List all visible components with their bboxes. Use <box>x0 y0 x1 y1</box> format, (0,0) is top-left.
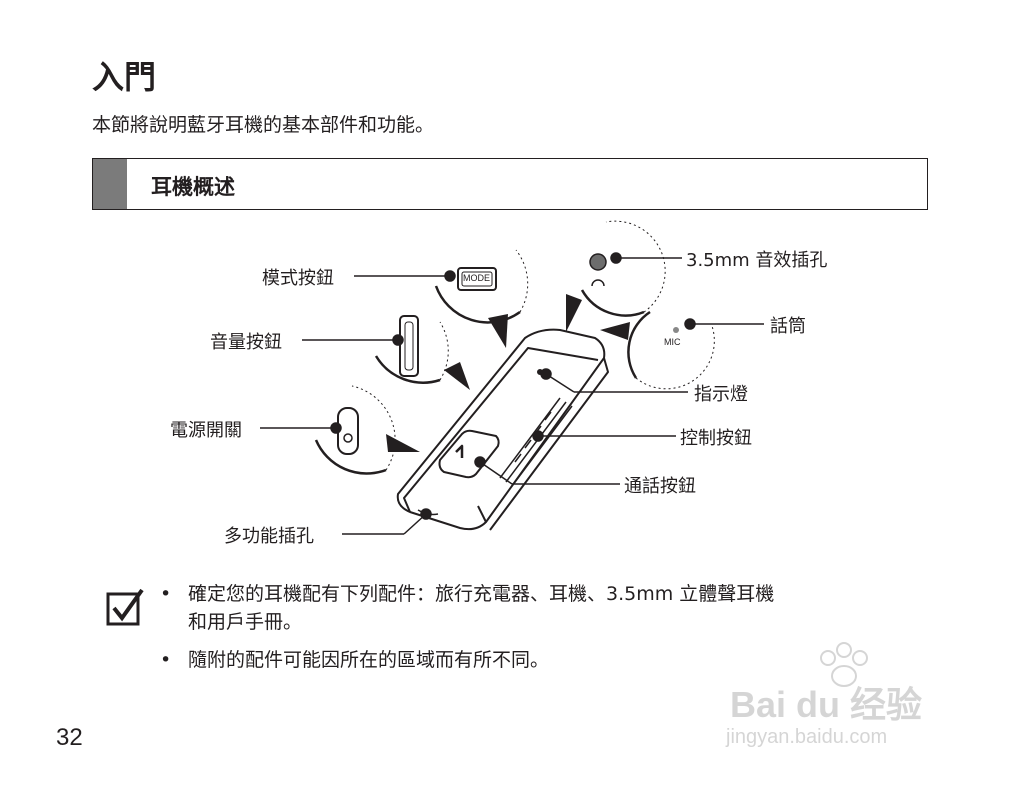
headset-body <box>396 328 606 531</box>
watermark-brand: Bai du 经验 <box>730 684 923 725</box>
call-button-shape <box>438 429 500 479</box>
section-swatch <box>93 159 127 209</box>
callout-audio-jack: 3.5mm 音效插孔 <box>686 250 828 271</box>
callout-control-button: 控制按鈕 <box>680 428 752 449</box>
intro-text: 本節將說明藍牙耳機的基本部件和功能。 <box>92 114 435 136</box>
callout-power-switch: 電源開關 <box>170 420 242 441</box>
note-line: 隨附的配件可能因所在的區域而有所不同。 <box>188 649 550 671</box>
callout-multi-jack: 多功能插孔 <box>224 526 314 547</box>
section-title: 耳機概述 <box>151 175 235 199</box>
callout-call-button: 通話按鈕 <box>624 476 696 497</box>
note-item: • 確定您的耳機配有下列配件：旅行充電器、耳機、3.5mm 立體聲耳機 和用戶手… <box>160 580 775 636</box>
page-title: 入門 <box>92 58 157 96</box>
checkbox-note-icon <box>106 588 144 626</box>
mode-key-label: MODE <box>463 273 490 283</box>
note-item: • 隨附的配件可能因所在的區域而有所不同。 <box>160 646 550 674</box>
note-line: 確定您的耳機配有下列配件：旅行充電器、耳機、3.5mm 立體聲耳機 <box>188 583 775 605</box>
page-number: 32 <box>56 724 83 751</box>
callout-indicator: 指示燈 <box>694 384 748 405</box>
paw-logo-icon <box>820 642 868 687</box>
watermark-url: jingyan.baidu.com <box>726 726 888 748</box>
callout-mode-button: 模式按鈕 <box>262 268 334 289</box>
callout-microphone: 話筒 <box>770 316 806 337</box>
section-header: 耳機概述 <box>92 158 928 210</box>
callout-volume-button: 音量按鈕 <box>210 332 282 353</box>
mic-label: MIC <box>664 337 681 347</box>
note-line: 和用戶手冊。 <box>188 611 303 633</box>
